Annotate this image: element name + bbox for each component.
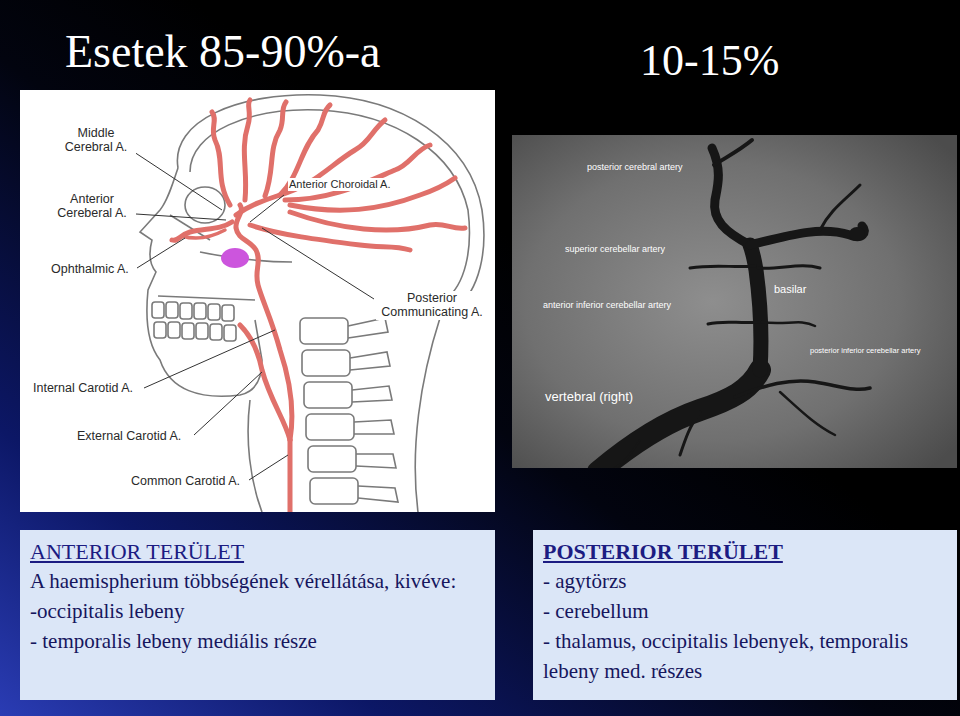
angiogram-label: posterior inferior cerebellar artery: [810, 347, 920, 356]
artery-label: Anterior Choroidal A.: [288, 178, 392, 191]
artery-label: Ophthalmic A.: [50, 262, 130, 276]
text-panel: ANTERIOR TERÜLETA haemispherium többségé…: [20, 530, 495, 700]
skull-inner: [190, 110, 469, 300]
slide-title: Esetek 85-90%-a: [65, 26, 381, 79]
panel-heading: POSTERIOR TERÜLET: [543, 536, 947, 567]
panel-line: - temporalis lebeny mediális része: [30, 627, 485, 657]
palate: [158, 296, 255, 300]
aica-vessel: [762, 322, 815, 326]
angiogram-label: superior cerebellar artery: [565, 244, 665, 254]
artery-label: Posterior Communicating A.: [376, 291, 488, 320]
vertebrae: [300, 318, 398, 504]
mca-branch: [290, 212, 465, 230]
common-carotid: [288, 440, 293, 512]
leader-line: [137, 238, 185, 268]
leader-line: [262, 228, 374, 299]
vertebral-vessel: [598, 370, 760, 468]
pca-left-twig: [714, 140, 752, 165]
leader-line: [134, 152, 222, 210]
panel-line: - thalamus, occipitalis lebenyek, tempor…: [543, 627, 947, 687]
mca-branch: [244, 100, 250, 200]
pca-right: [750, 226, 864, 245]
artery-label: Internal Carotid A.: [32, 381, 134, 395]
face-outline: [140, 168, 262, 396]
angiogram-panel: [512, 135, 957, 468]
aca-branch: [172, 222, 232, 240]
artery-label: Common Carotid A.: [130, 474, 241, 488]
mca-branch: [285, 145, 430, 200]
mca-trunk: [236, 195, 280, 215]
basilar-vessel: [750, 245, 761, 370]
pica-vessel: [735, 381, 870, 397]
panel-line: -occipitalis lebeny: [30, 597, 485, 627]
neck-front: [248, 400, 262, 512]
panel-heading: ANTERIOR TERÜLET: [30, 536, 485, 567]
artery-label: External Carotid A.: [76, 429, 182, 443]
leader-line: [249, 455, 288, 480]
vessel-blob: [849, 227, 865, 241]
leader-line: [144, 330, 275, 388]
small-branch: [680, 412, 700, 455]
sca-vessel: [758, 266, 820, 269]
pca-right-twig: [820, 185, 860, 230]
image-panel: [20, 90, 495, 512]
panel-line: A haemispherium többségének vérellátása,…: [30, 567, 485, 597]
panel-line: - cerebellum: [543, 597, 947, 627]
angiogram-label: basilar: [774, 283, 806, 296]
pituitary-highlight: [221, 248, 249, 268]
leader-line: [194, 372, 262, 435]
teeth: [152, 302, 236, 341]
column-heading: 10-15%: [640, 36, 779, 87]
sca-vessel: [690, 266, 755, 268]
aica-vessel: [708, 322, 760, 324]
leader-line: [250, 195, 284, 222]
angiogram-label: anterior inferior cerebellar artery: [543, 300, 671, 310]
artery-label: Anterior Cereberal A.: [48, 192, 136, 221]
text-panel: POSTERIOR TERÜLET- agytörzs- cerebellum-…: [533, 530, 957, 700]
internal-carotid: [236, 205, 292, 440]
skull-outline: [177, 95, 484, 310]
ophthalmic-branch: [182, 230, 225, 238]
small-branch: [615, 440, 640, 468]
mca-branch: [212, 112, 230, 205]
pica-vessel: [780, 392, 835, 435]
leader-line: [136, 214, 226, 220]
artery-label: Middle Cerebral A.: [56, 126, 136, 155]
mca-branch: [265, 102, 286, 196]
neck-back: [415, 318, 440, 512]
angiogram-label: posterior cerebral artery: [587, 162, 683, 172]
panel-line: - agytörzs: [543, 567, 947, 597]
posterior-branch: [250, 225, 410, 250]
angiogram-label: vertebral (right): [545, 390, 633, 405]
